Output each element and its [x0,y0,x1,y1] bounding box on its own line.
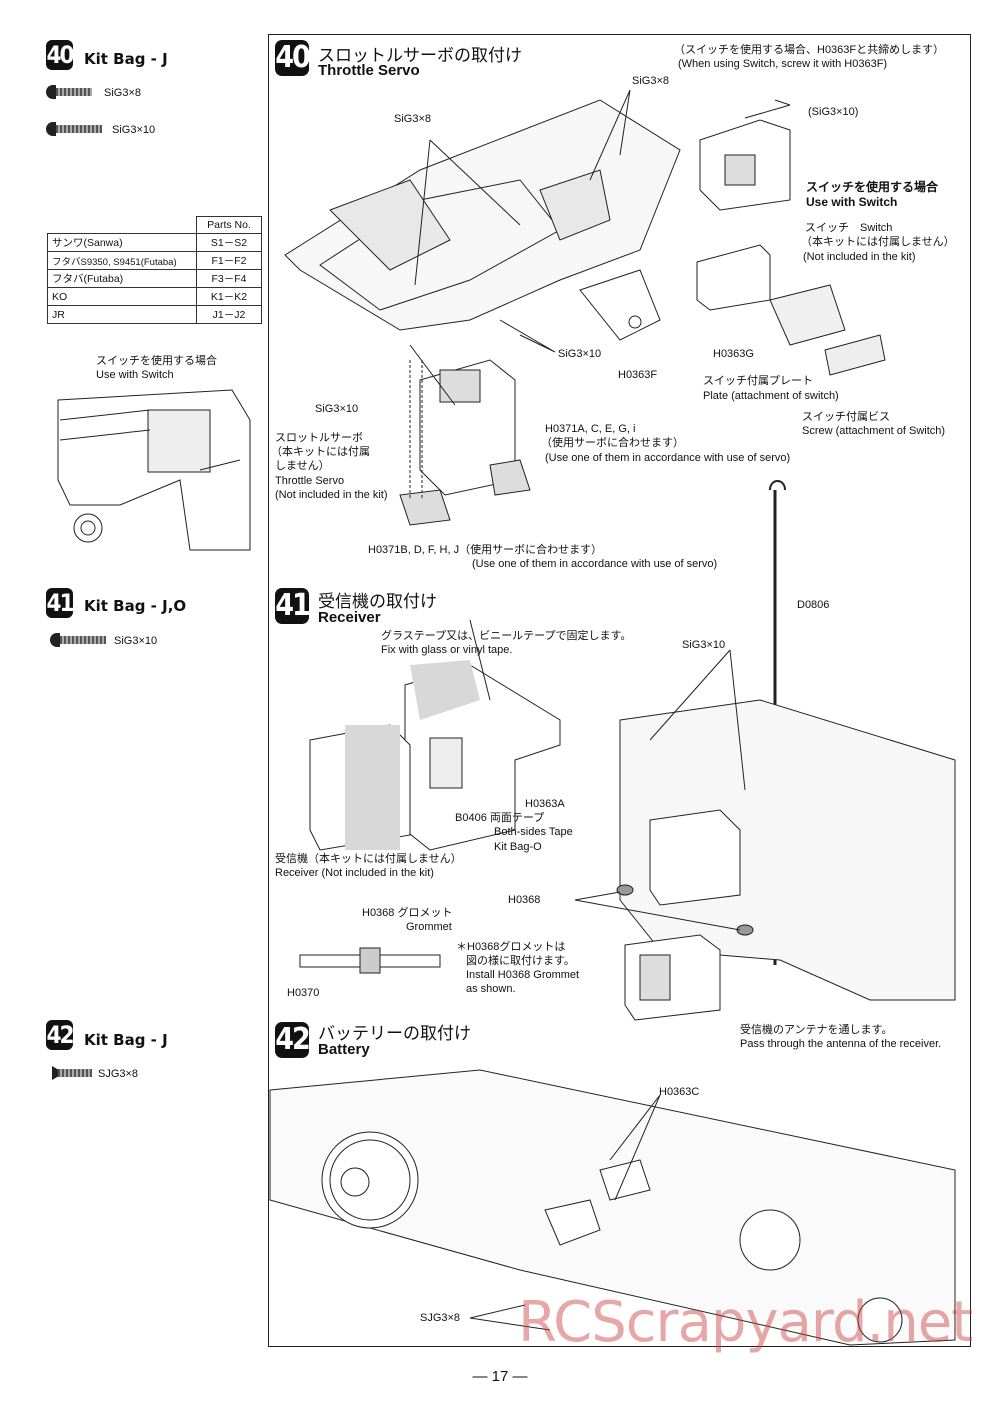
switch-heading-en: Use with Switch [806,195,898,209]
plate-label-jp: スイッチ付属プレート [703,375,813,387]
part-note-en: (Use one of them in accordance with use … [472,558,718,570]
part-label: H0363G [713,348,754,360]
table-cell: J1－J2 [196,305,262,324]
table-cell: JR [47,305,197,324]
battery-holder-drawing [544,1199,601,1246]
screw-label: SJG3×8 [98,1068,139,1080]
tape-note-jp: グラステープ又は、ビニールテープで固定します。 [381,630,632,642]
grommet-note: ＊H0368グロメットは [456,941,566,953]
step-title-jp: バッテリーの取付け [318,1024,471,1043]
note-jp: （スイッチを使用する場合、H0363Fと共締めします） [674,44,945,56]
plate-label-en: Plate (attachment of switch) [703,390,839,402]
chassis-drawing [284,99,681,331]
step-badge-41-main: 41 [275,588,311,624]
part-label: D0806 [797,599,830,611]
receiver-plate-drawing [404,664,561,851]
chassis-detail-drawing [57,389,251,551]
table-row: フタバ(Futaba)F3－F4 [47,269,262,288]
step-title-en: Battery [318,1041,370,1058]
kit-bag-label: Kit Bag-O [494,841,542,853]
part-label: H0371A, C, E, G, i [545,423,636,435]
grommet-label-en: Grommet [406,921,452,933]
note-en: (When using Switch, screw it with H0363F… [678,58,888,70]
receiver-label-en: Receiver (Not included in the kit) [275,867,434,879]
part-label: H0370 [287,987,320,999]
step-badge-40: 40 [46,40,75,70]
step-title-en: Receiver [318,609,381,626]
part-note-en: (Use one of them in accordance with use … [545,452,791,464]
switch-drawing [696,244,771,311]
parts-table: Parts No. サンワ(Sanwa)S1－S2 フタバS9350, S945… [47,216,262,324]
switch-note-en: (Not included in the kit) [803,251,916,263]
chassis-drawing [619,699,956,1001]
part-label: H0371B, D, F, H, J（使用サーボに合わせます） [368,544,603,556]
part-label: H0363F [618,369,658,381]
switch-caption-jp: スイッチを使用する場合 [96,355,217,367]
switch-caption-en: Use with Switch [96,369,174,381]
switch-label: スイッチ Switch [805,222,893,234]
table-cell: K1－K2 [196,287,262,306]
table-cell: フタバ(Futaba) [47,269,197,288]
tape-band-drawing [345,725,400,850]
step-badge-42-main: 42 [275,1022,311,1058]
tape-note-en: Fix with glass or vinyl tape. [381,644,513,656]
servo-label: Throttle Servo [275,475,345,487]
step-title-en: Throttle Servo [318,62,420,79]
step-badge-41: 41 [46,588,75,618]
tape-label: B0406 両面テープ [455,812,545,824]
switch-heading-jp: スイッチを使用する場合 [806,180,939,194]
grommet-note: as shown. [466,983,516,995]
grommet-label-jp: H0368 グロメット [362,907,453,919]
screw-label: SJG3×8 [420,1312,461,1324]
tape-label-en: Both-sides Tape [494,826,573,838]
screw-hole-drawing [73,513,103,543]
receiver-drawing [624,934,721,1021]
switch-note-jp: （本キットには付属しません） [801,236,955,248]
page-number: — 17 — [472,1368,528,1385]
switch-plate-drawing [769,284,846,346]
kit-bag-title-42: Kit Bag - J [84,1031,168,1049]
switch-box-drawing [147,409,211,473]
instruction-frame [268,34,971,1347]
spur-gear-drawing [321,1131,419,1229]
step-title-jp: スロットルサーボの取付け [318,46,522,65]
screw-label: SiG3×8 [104,87,141,99]
table-cell: F3－F4 [196,269,262,288]
step-badge-42: 42 [46,1020,75,1050]
screw-label: SiG3×10 [682,639,726,651]
servo-drawing [649,809,741,906]
kit-bag-title-40: Kit Bag - J [84,50,168,68]
part-note-jp: （使用サーボに合わせます） [541,437,684,449]
screw-label: SiG3×10 [315,403,359,415]
screw-label: SiG3×10 [114,635,158,647]
screw-label: SiG3×8 [632,75,669,87]
step-badge-40-main: 40 [275,40,311,76]
grommet-note: Install H0368 Grommet [466,969,580,981]
switch-bracket-drawing [579,269,661,341]
antenna-note-jp: 受信機のアンテナを通します。 [740,1024,893,1036]
screw-label: SiG3×10 [558,348,602,360]
screw-label: SiG3×10 [112,124,156,136]
part-label: H0363A [525,798,565,810]
servo-label: しません） [275,460,330,472]
switch-screw-jp: スイッチ付属ビス [802,411,890,423]
receiver-label-jp: 受信機（本キットには付属しません） [275,853,462,865]
battery-chassis-drawing [269,1069,956,1346]
servo-label: スロットルサーボ [275,432,363,444]
switch-screw-en: Screw (attachment of Switch) [802,425,946,437]
step-title-jp: 受信機の取付け [318,592,437,611]
screw-label: (SiG3×10) [808,106,859,118]
servo-label: （本キットには付属 [271,446,370,458]
screw-label: SiG3×8 [394,113,431,125]
antenna-note-en: Pass through the antenna of the receiver… [740,1038,942,1050]
servo-label: (Not included in the kit) [275,489,388,501]
kit-bag-title-41: Kit Bag - J,O [84,597,187,615]
part-label: H0363C [659,1086,700,1098]
grommet-note: 図の様に取付けます。 [466,955,575,967]
watermark: RCScrapyard.net [518,1290,973,1355]
part-label: H0368 [508,894,541,906]
